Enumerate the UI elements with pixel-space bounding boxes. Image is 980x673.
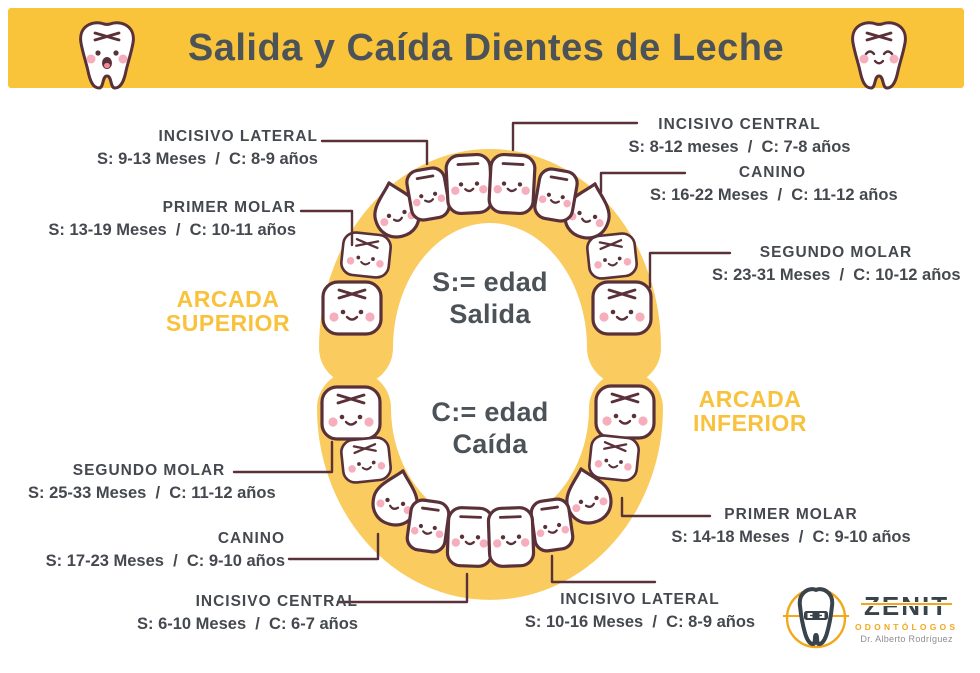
upper-right-first-molar-tooth	[584, 230, 640, 282]
arcada-line2: INFERIOR	[693, 410, 807, 437]
arcada-line1: ARCADA	[698, 386, 802, 412]
tooth-name: CANINO	[217, 530, 285, 547]
tooth-mascot-laughing-icon	[79, 21, 135, 90]
clinic-logo: ZENIT ODONTÓLOGOS Dr. Alberto Rodríguez	[782, 583, 978, 653]
upper-right-lateral-incisor-tooth	[531, 165, 581, 225]
connector-inf-canino	[287, 532, 380, 561]
tooth-name: CANINO	[738, 164, 807, 181]
label-sup-incisivo-lateral: INCISIVO LATERAL S: 9-13 Meses / C: 8-9 …	[56, 127, 318, 170]
connector-sup-incisivo-central	[511, 121, 639, 152]
label-sup-canino: CANINO S: 16-22 Meses / C: 11-12 años	[650, 163, 898, 206]
lower-left-central-incisor-tooth	[445, 505, 495, 569]
tooth-ages: S: 8-12 meses / C: 7-8 años	[628, 138, 851, 157]
logo-slit-line	[861, 601, 953, 606]
upper-left-lateral-incisor-tooth	[403, 164, 453, 224]
connector-inf-primer-molar	[620, 496, 712, 518]
legend-salida-line2: Salida	[449, 299, 531, 330]
lower-right-central-incisor-tooth	[486, 505, 536, 569]
tooth-ages: S: 9-13 Meses / C: 8-9 años	[96, 150, 318, 169]
tooth-name: SEGUNDO MOLAR	[759, 244, 913, 261]
logo-tagline: ODONTÓLOGOS	[855, 621, 959, 632]
tooth-ages: S: 16-22 Meses / C: 11-12 años	[650, 186, 898, 205]
label-sup-primer-molar: PRIMER MOLAR S: 13-19 Meses / C: 10-11 a…	[38, 198, 296, 241]
tooth-ages: S: 25-33 Meses / C: 11-12 años	[28, 484, 276, 503]
tooth-ages: S: 23-31 Meses / C: 10-12 años	[712, 266, 961, 285]
arcada-line1: ARCADA	[176, 286, 280, 312]
tooth-name: PRIMER MOLAR	[724, 506, 858, 523]
connector-inf-segundo-molar	[232, 440, 334, 474]
legend-salida: S:= edad Salida	[398, 266, 582, 331]
tooth-name: INCISIVO LATERAL	[560, 591, 720, 608]
page-title: Salida y Caída Dientes de Leche	[187, 26, 785, 69]
label-inf-segundo-molar: SEGUNDO MOLAR S: 25-33 Meses / C: 11-12 …	[28, 461, 276, 504]
legend-caida-line2: Caída	[452, 429, 528, 460]
tooth-ages: S: 6-10 Meses / C: 6-7 años	[136, 615, 358, 634]
logo-brand: ZENIT	[861, 590, 953, 621]
tooth-name: INCISIVO CENTRAL	[658, 116, 821, 133]
tooth-ages: S: 13-19 Meses / C: 10-11 años	[48, 221, 296, 240]
tooth-name: SEGUNDO MOLAR	[72, 462, 226, 479]
logo-text-block: ZENIT ODONTÓLOGOS Dr. Alberto Rodríguez	[855, 593, 958, 644]
legend-caida: C:= edad Caída	[398, 396, 582, 461]
connector-inf-incisivo-central	[336, 572, 469, 604]
upper-left-central-incisor-tooth	[443, 152, 495, 216]
lower-left-first-molar-tooth	[338, 434, 394, 486]
upper-right-second-molar-tooth	[591, 280, 653, 336]
caption-arcada-inferior: ARCADA INFERIOR	[672, 387, 828, 435]
label-inf-primer-molar: PRIMER MOLAR S: 14-18 Meses / C: 9-10 añ…	[667, 505, 915, 548]
tooth-mascot-sleepy-icon	[851, 21, 907, 90]
upper-left-second-molar-tooth	[321, 280, 383, 336]
upper-left-first-molar-tooth	[338, 229, 394, 281]
logo-doctor-name: Dr. Alberto Rodríguez	[860, 633, 953, 644]
legend-salida-line1: S:= edad	[432, 267, 548, 297]
label-inf-canino: CANINO S: 17-23 Meses / C: 9-10 años	[35, 529, 285, 572]
connector-sup-primer-molar	[299, 209, 354, 247]
header-bar: Salida y Caída Dientes de Leche	[8, 8, 964, 90]
tooth-ages: S: 14-18 Meses / C: 9-10 años	[671, 528, 911, 547]
lower-left-second-molar-tooth	[320, 385, 382, 441]
connector-sup-canino	[599, 171, 687, 194]
label-sup-segundo-molar: SEGUNDO MOLAR S: 23-31 Meses / C: 10-12 …	[712, 243, 961, 286]
logo-tooth-braces-icon	[783, 587, 849, 649]
tooth-name: PRIMER MOLAR	[162, 199, 296, 216]
upper-right-central-incisor-tooth	[486, 152, 538, 216]
lower-right-lateral-incisor-tooth	[528, 495, 576, 555]
label-inf-incisivo-central: INCISIVO CENTRAL S: 6-10 Meses / C: 6-7 …	[95, 592, 358, 635]
arcada-line2: SUPERIOR	[165, 310, 291, 337]
legend-caida-line1: C:= edad	[431, 397, 549, 427]
tooth-ages: S: 10-16 Meses / C: 8-9 años	[524, 613, 756, 632]
connector-sup-incisivo-lateral	[320, 139, 429, 166]
lower-left-lateral-incisor-tooth	[404, 496, 452, 556]
label-sup-incisivo-central: INCISIVO CENTRAL S: 8-12 meses / C: 7-8 …	[612, 115, 867, 158]
lower-right-first-molar-tooth	[586, 432, 642, 484]
label-inf-incisivo-lateral: INCISIVO LATERAL S: 10-16 Meses / C: 8-9…	[515, 590, 765, 633]
logo-brand-text: ZENIT	[864, 590, 950, 621]
caption-arcada-superior: ARCADA SUPERIOR	[150, 287, 306, 335]
tooth-name: INCISIVO CENTRAL	[195, 593, 358, 610]
lower-right-second-molar-tooth	[594, 384, 656, 440]
tooth-ages: S: 17-23 Meses / C: 9-10 años	[45, 552, 285, 571]
connector-inf-incisivo-lateral	[550, 554, 657, 584]
tooth-name: INCISIVO LATERAL	[158, 128, 318, 145]
connector-sup-segundo-molar	[648, 251, 732, 289]
